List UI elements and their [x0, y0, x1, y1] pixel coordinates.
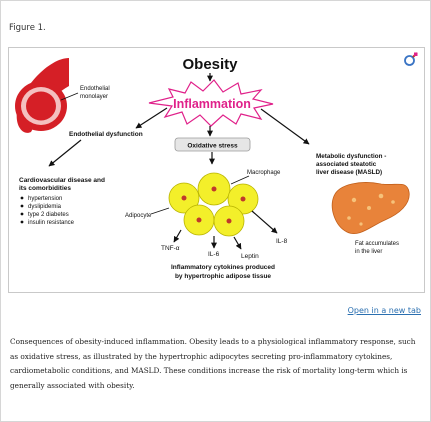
cvd-title-2: its comorbidities [19, 185, 71, 192]
il8-label: IL-8 [276, 238, 288, 245]
macrophage-label: Macrophage [247, 170, 281, 176]
fat-label-2: in the liver [355, 249, 382, 255]
liver-illustration [331, 182, 410, 234]
cytokines-label-2: by hypertrophic adipose tissue [175, 273, 271, 280]
masld-label-2: associated steatotic [316, 161, 377, 168]
obesity-title: Obesity [182, 56, 238, 73]
endothelial-label-2: monolayer [80, 94, 108, 100]
cvd-title-1: Cardiovascular disease and [19, 177, 105, 184]
inflammation-starburst [148, 79, 274, 127]
cvd-item: dyslipidemia [28, 204, 62, 210]
oxidative-stress-box [174, 137, 251, 152]
inflammation-label: Inflammation [173, 97, 251, 111]
il6-label: IL-6 [208, 251, 220, 258]
blood-vessel-illustration [15, 58, 70, 133]
cvd-list: hypertension dyslipidemia type 2 diabete… [20, 196, 75, 226]
expand-figure-icon[interactable] [403, 52, 418, 67]
figure-caption: Consequences of obesity-induced inflamma… [10, 337, 416, 390]
cvd-item: hypertension [28, 196, 62, 202]
cvd-item: type 2 diabetes [28, 212, 69, 218]
endothelial-label-1: Endothelial [80, 86, 110, 92]
leptin-label: Leptin [241, 253, 259, 260]
cvd-item: insulin resistance [28, 220, 75, 226]
figure-diagram: Obesity Inflammation Endothelial monolay… [15, 56, 410, 280]
figure-label: Figure 1. [9, 23, 46, 33]
open-in-new-tab-link[interactable]: Open in a new tab [347, 306, 421, 315]
adipocyte-label: Adipocyte [125, 213, 152, 219]
cytokines-label-1: Inflammatory cytokines produced [171, 264, 275, 271]
masld-label-3: liver disease (MASLD) [316, 169, 382, 176]
oxidative-stress-label: Oxidative stress [187, 143, 238, 150]
endothelial-dysfunction-label: Endothelial dysfunction [69, 131, 143, 138]
adipocyte-cluster [168, 172, 259, 237]
fat-label-1: Fat accumulates [355, 241, 399, 247]
tnf-label: TNF-α [161, 245, 180, 252]
masld-label-1: Metabolic dysfunction - [316, 153, 386, 160]
